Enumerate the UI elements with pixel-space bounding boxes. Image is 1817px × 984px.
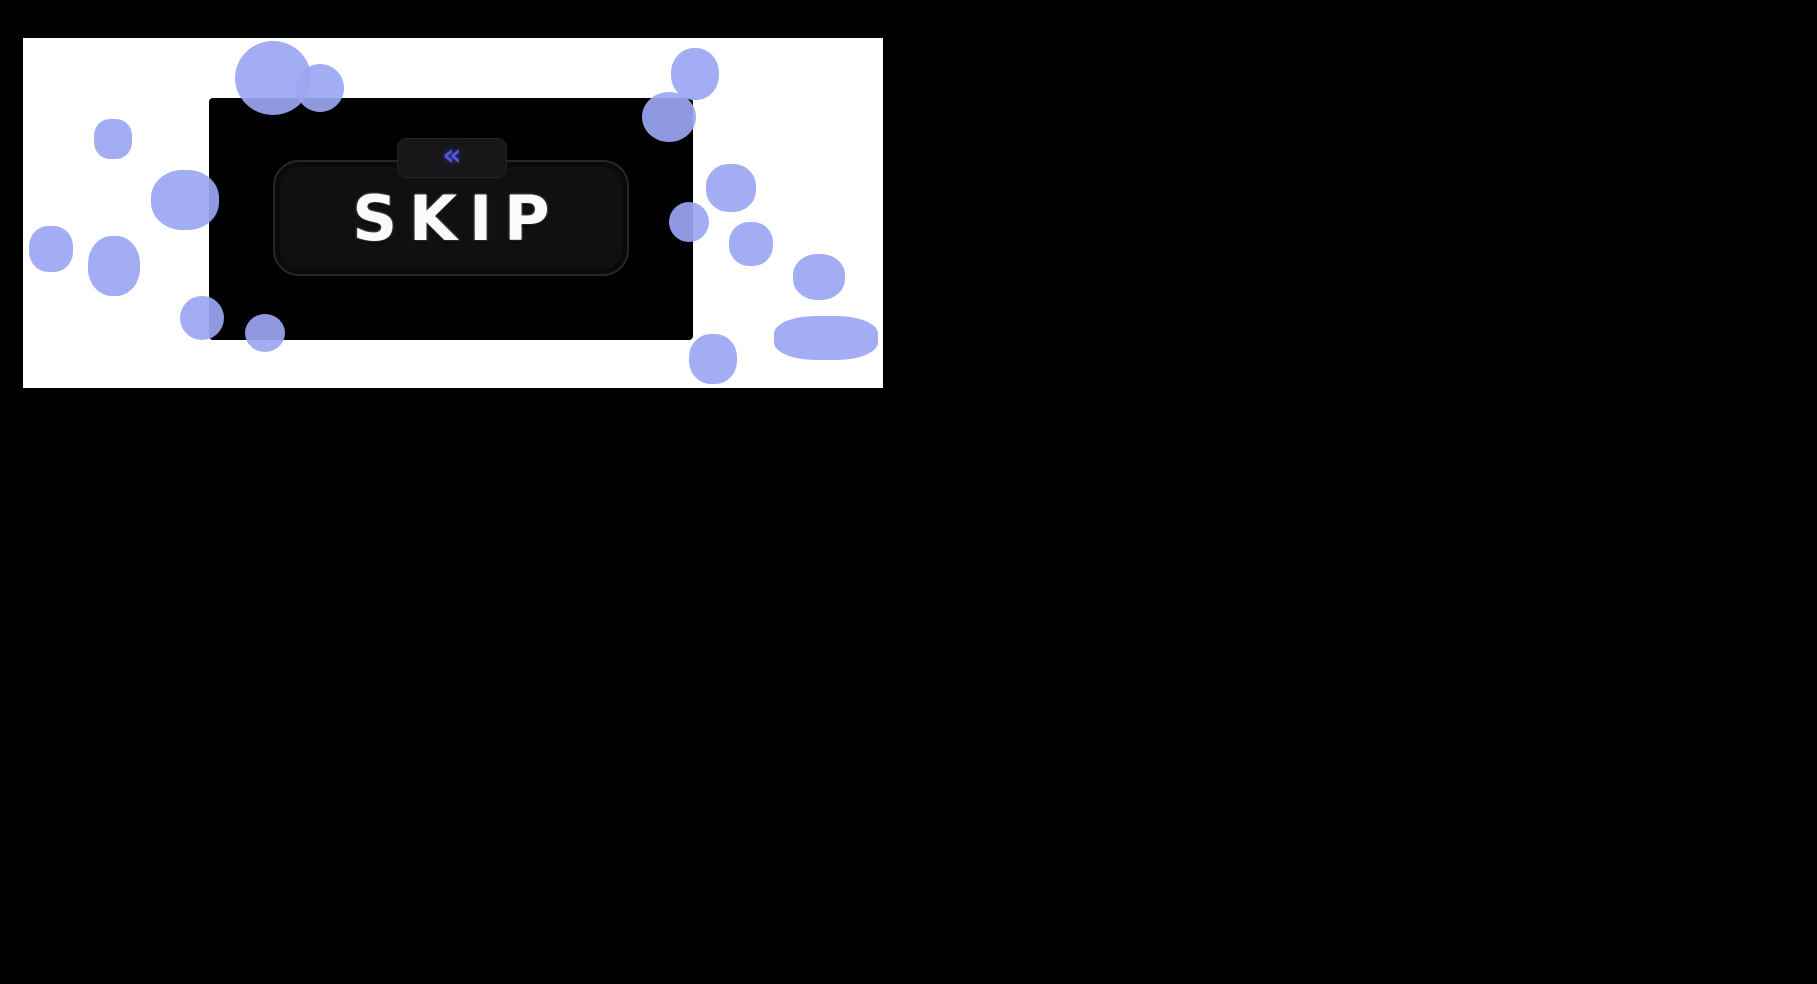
game-panel: « SKIP xyxy=(23,38,883,388)
skip-button[interactable]: SKIP xyxy=(273,160,629,276)
skip-button-label: SKIP xyxy=(352,181,562,255)
collapse-tab[interactable]: « xyxy=(397,138,507,178)
double-chevron-left-icon: « xyxy=(442,138,462,173)
